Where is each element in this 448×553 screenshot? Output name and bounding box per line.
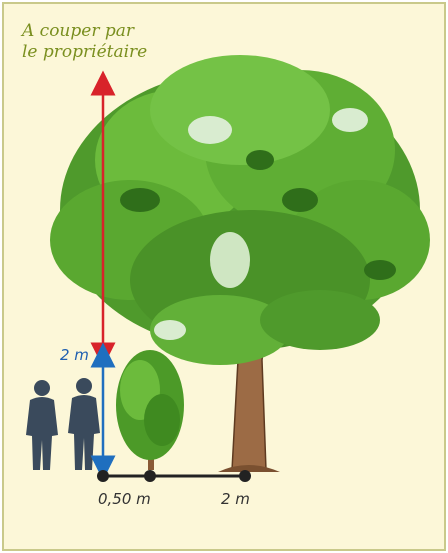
distance-far-label: 2 m <box>221 490 250 508</box>
ground-point-property-line <box>97 470 109 482</box>
ground-point-hedge <box>144 470 156 482</box>
distance-near-label: 0,50 m <box>98 490 151 508</box>
caption-line-2: le propriétaire <box>22 42 147 63</box>
ground-point-tree <box>239 470 251 482</box>
caption-line-1: A couper par <box>22 21 147 42</box>
caption: A couper par le propriétaire <box>22 21 147 63</box>
height-limit-label: 2 m <box>60 346 89 364</box>
